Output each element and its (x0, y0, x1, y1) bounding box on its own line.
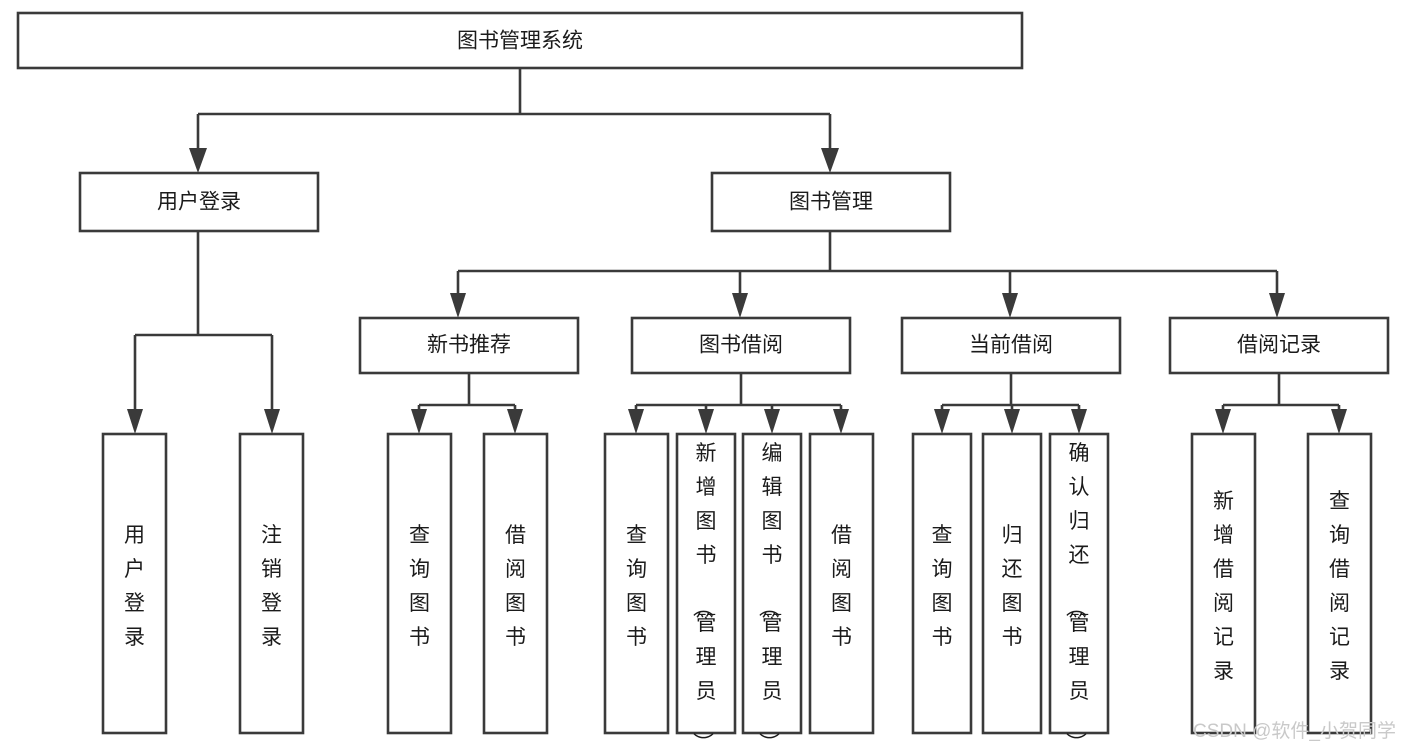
arrow-head-leaf-return-book (1004, 409, 1020, 434)
node-root-label: 图书管理系统 (457, 30, 583, 53)
leaf-node-layer: 用户登录 注销登录 查询图书 借阅图书 查询图书 新增图书（管理员） 编辑图书（管理员） 借阅… (101, 432, 1373, 747)
node-user-login-label: 用户登录 (157, 191, 241, 214)
leaf-node-add-book-admin[interactable]: 新增图书（管理员） (675, 432, 737, 747)
leaf-node-query-book[interactable]: 查询图书 (603, 432, 670, 735)
leaf-node-query-book[interactable]: 查询图书 (386, 432, 453, 735)
node-book-borrow[interactable]: 图书借阅 (630, 316, 852, 375)
leaf-node-box[interactable] (1306, 432, 1373, 735)
arrow-head-leaf-borrow-book-2 (833, 409, 849, 434)
leaf-node-query-book[interactable]: 查询图书 (911, 432, 973, 735)
arrow-head-leaf-add-book (698, 409, 714, 434)
node-borrow-record-label: 借阅记录 (1237, 334, 1321, 357)
node-book-management-box[interactable] (710, 171, 952, 233)
node-book-borrow-label: 图书借阅 (699, 334, 783, 357)
node-current-borrow-box[interactable] (900, 316, 1122, 375)
leaf-node-label: 查询图书 (626, 524, 647, 649)
leaf-node-borrow-book[interactable]: 借阅图书 (482, 432, 549, 735)
leaf-node-label: 借阅图书 (505, 524, 526, 649)
leaf-node-user-login[interactable]: 用户登录 (101, 432, 168, 735)
leaf-node-box[interactable] (1048, 432, 1110, 735)
node-new-book-recommend[interactable]: 新书推荐 (358, 316, 580, 375)
leaf-node-confirm-return-admin[interactable]: 确认归还（管理员） (1048, 432, 1110, 747)
arrow-head-leaf-query-book-2 (628, 409, 644, 434)
arrow-head-current-borrow (1002, 293, 1018, 318)
node-current-borrow[interactable]: 当前借阅 (900, 316, 1122, 375)
arrow-head-leaf-query-record (1331, 409, 1347, 434)
leaf-node-label: 编辑图书（管理员） (757, 442, 783, 747)
leaf-node-label: 查询图书 (409, 524, 430, 649)
node-new-book-recommend-label: 新书推荐 (427, 334, 511, 357)
leaf-node-box[interactable] (675, 432, 737, 735)
leaf-node-label: 查询借阅记录 (1329, 490, 1350, 683)
connector-layer (127, 68, 1347, 434)
arrow-head-leaf-user-login (127, 409, 143, 434)
leaf-node-borrow-book[interactable]: 借阅图书 (808, 432, 875, 735)
csdn-watermark: CSDN @软件_小贺同学 (1193, 720, 1396, 742)
leaf-node-box[interactable] (603, 432, 670, 735)
leaf-node-return-book[interactable]: 归还图书 (981, 432, 1043, 735)
leaf-node-label: 查询图书 (932, 524, 953, 649)
node-book-borrow-box[interactable] (630, 316, 852, 375)
arrow-head-borrow-record (1269, 293, 1285, 318)
leaf-node-label: 注销登录 (261, 524, 282, 649)
leaf-node-logout[interactable]: 注销登录 (238, 432, 305, 735)
leaf-node-box[interactable] (482, 432, 549, 735)
leaf-node-box[interactable] (808, 432, 875, 735)
node-borrow-record-box[interactable] (1168, 316, 1390, 375)
node-user-login[interactable]: 用户登录 (78, 171, 320, 233)
leaf-node-label: 归还图书 (1002, 524, 1023, 649)
node-new-book-recommend-box[interactable] (358, 316, 580, 375)
node-root[interactable]: 图书管理系统 (16, 11, 1024, 70)
arrow-head-user-login (189, 148, 207, 173)
leaf-node-label: 确认归还（管理员） (1064, 442, 1090, 747)
leaf-node-box[interactable] (911, 432, 973, 735)
leaf-node-box[interactable] (741, 432, 803, 735)
node-user-login-box[interactable] (78, 171, 320, 233)
arrow-head-leaf-confirm-return (1071, 409, 1087, 434)
node-current-borrow-label: 当前借阅 (969, 334, 1053, 357)
node-book-management-label: 图书管理 (789, 191, 873, 214)
leaf-node-label: 借阅图书 (831, 524, 852, 649)
node-root-box[interactable] (16, 11, 1024, 70)
leaf-node-box[interactable] (1190, 432, 1257, 735)
arrow-head-book-mgmt (821, 148, 839, 173)
arrow-head-new-book-rec (450, 293, 466, 318)
leaf-node-add-borrow-record[interactable]: 新增借阅记录 (1190, 432, 1257, 735)
arrow-head-leaf-add-record (1215, 409, 1231, 434)
arrow-head-leaf-logout (264, 409, 280, 434)
leaf-node-label: 新增借阅记录 (1213, 490, 1234, 683)
arrow-head-leaf-edit-book (764, 409, 780, 434)
leaf-node-box[interactable] (101, 432, 168, 735)
arrow-head-book-borrow (732, 293, 748, 318)
leaf-node-box[interactable] (386, 432, 453, 735)
leaf-node-box[interactable] (981, 432, 1043, 735)
leaf-node-query-borrow-record[interactable]: 查询借阅记录 (1306, 432, 1373, 735)
leaf-node-label: 新增图书（管理员） (691, 442, 717, 747)
arrow-head-leaf-query-book-3 (934, 409, 950, 434)
node-book-management[interactable]: 图书管理 (710, 171, 952, 233)
arrow-head-leaf-query-book-1 (411, 409, 427, 434)
leaf-node-edit-book-admin[interactable]: 编辑图书（管理员） (741, 432, 803, 747)
leaf-node-label: 用户登录 (124, 524, 145, 649)
node-borrow-record[interactable]: 借阅记录 (1168, 316, 1390, 375)
arrow-head-leaf-borrow-book-1 (507, 409, 523, 434)
leaf-node-box[interactable] (238, 432, 305, 735)
